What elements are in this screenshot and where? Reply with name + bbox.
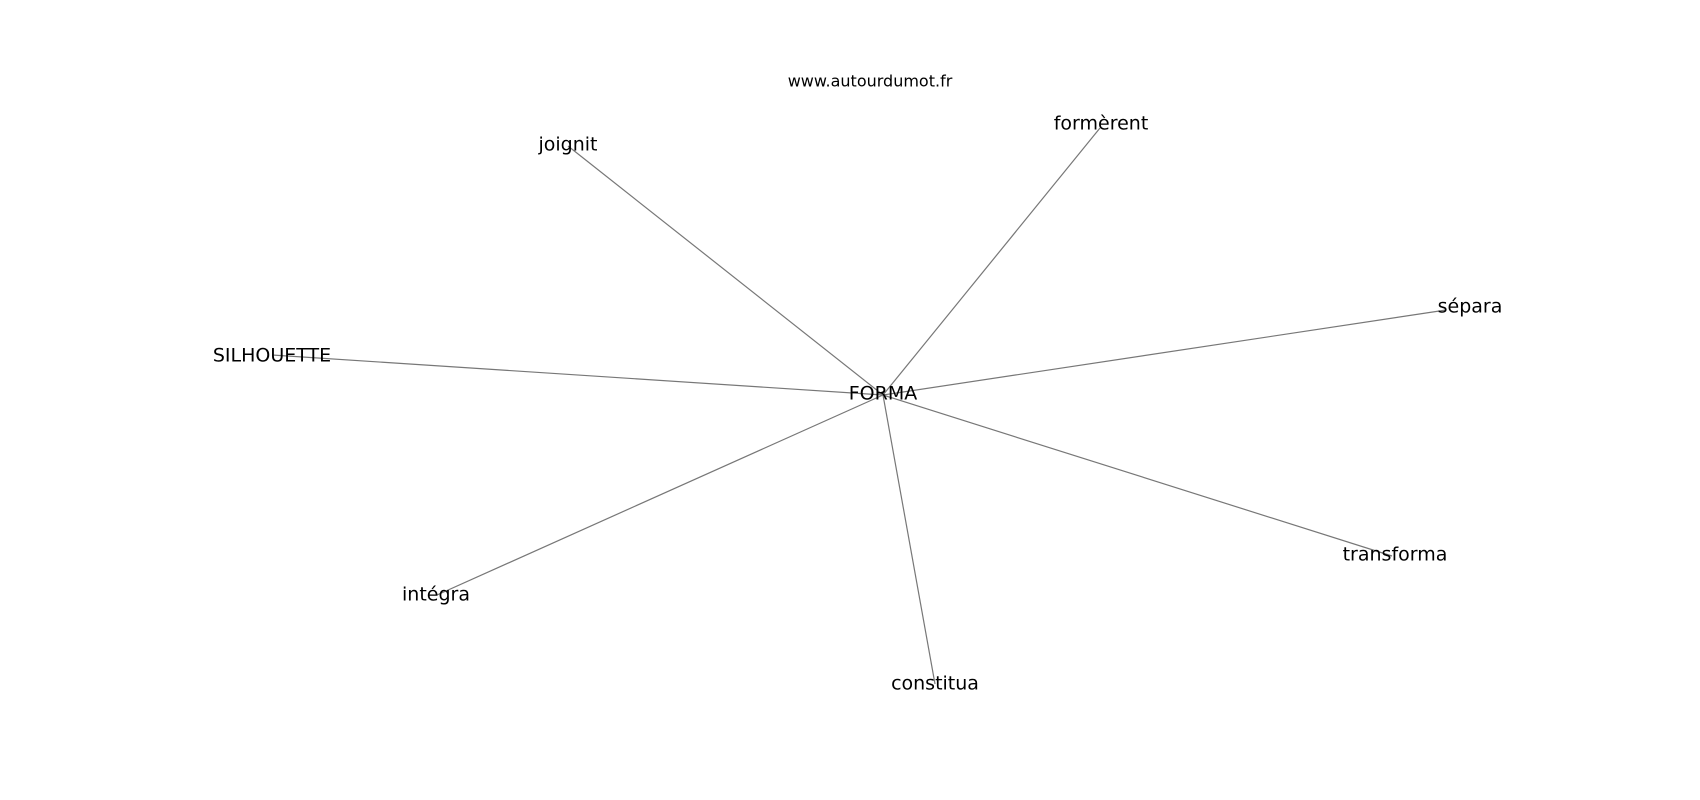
edge-forma-silhouette <box>271 354 884 396</box>
edge-forma-transforma <box>882 394 1393 557</box>
node-transforma[interactable]: transforma <box>1343 544 1448 566</box>
edge-forma-constitua <box>882 394 936 685</box>
node-constitua[interactable]: constitua <box>891 673 979 695</box>
node-integra[interactable]: intégra <box>402 584 470 606</box>
node-separa[interactable]: sépara <box>1438 296 1503 318</box>
node-formerent[interactable]: formèrent <box>1054 113 1149 135</box>
watermark-text: www.autourdumot.fr <box>788 72 953 91</box>
edge-forma-joignit <box>567 145 884 396</box>
edge-forma-integra <box>436 394 884 596</box>
edge-forma-separa <box>882 309 1447 396</box>
node-forma[interactable]: FORMA <box>849 383 917 405</box>
node-silhouette[interactable]: SILHOUETTE <box>213 345 331 367</box>
edge-forma-formerent <box>882 127 1101 396</box>
node-joignit[interactable]: joignit <box>537 134 597 156</box>
